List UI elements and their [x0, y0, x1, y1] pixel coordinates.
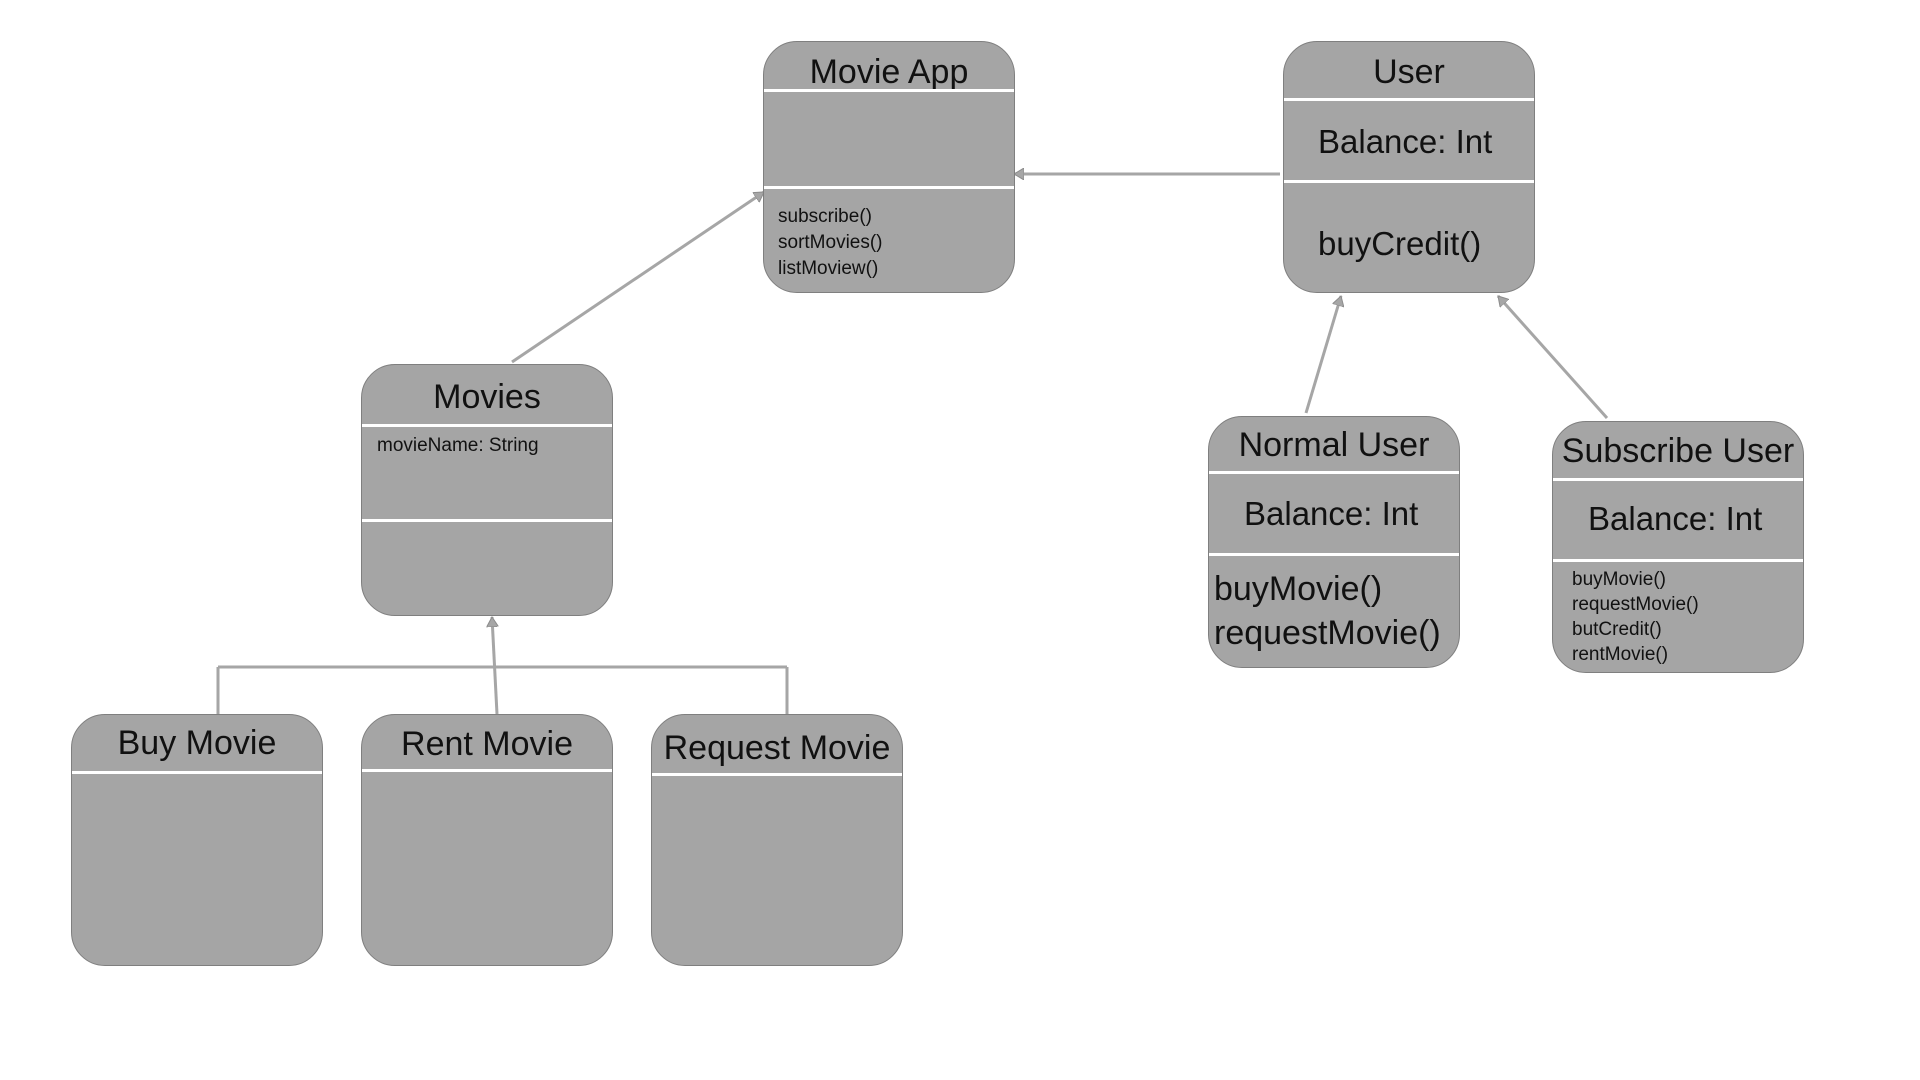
connector-subscribe-user-to-user	[1496, 295, 1609, 419]
method: listMoview()	[778, 258, 879, 279]
class-box-buy-movie[interactable]: Buy Movie	[71, 714, 323, 966]
connector-movies-to-movie-app	[511, 190, 765, 364]
class-box-request-movie[interactable]: Request Movie	[651, 714, 903, 966]
class-box-rent-movie[interactable]: Rent Movie	[361, 714, 613, 966]
attribute: Balance: Int	[1318, 123, 1493, 160]
method: requestMovie()	[1572, 594, 1699, 615]
separator	[1553, 559, 1803, 562]
separator	[1209, 471, 1459, 474]
separator	[1284, 98, 1534, 101]
class-title: Normal User	[1238, 426, 1430, 464]
class-title: Request Movie	[663, 729, 891, 767]
attribute: Balance: Int	[1244, 495, 1419, 532]
connector-rent-movie-to-movies	[492, 617, 497, 715]
method: subscribe()	[778, 206, 872, 227]
separator	[362, 519, 612, 522]
class-box-subscribe-user[interactable]: Subscribe User Balance: Int buyMovie() r…	[1552, 421, 1804, 673]
separator	[652, 773, 902, 776]
separator	[764, 186, 1014, 189]
method: buyMovie()	[1572, 569, 1666, 590]
class-box-normal-user[interactable]: Normal User Balance: Int buyMovie() requ…	[1208, 416, 1460, 668]
attribute: Balance: Int	[1588, 500, 1763, 537]
separator	[362, 769, 612, 772]
separator	[72, 771, 322, 774]
class-title: Buy Movie	[117, 724, 277, 762]
separator	[764, 89, 1014, 92]
class-box-movies[interactable]: Movies movieName: String	[361, 364, 613, 616]
class-box-movie-app[interactable]: Movie App subscribe() sortMovies() listM…	[763, 41, 1015, 293]
class-title: Subscribe User	[1561, 432, 1795, 470]
connector-normal-user-to-user	[1304, 296, 1341, 414]
class-title: Movie App	[809, 53, 969, 91]
method: requestMovie()	[1214, 614, 1441, 652]
method: sortMovies()	[778, 232, 883, 253]
method: butCredit()	[1572, 619, 1662, 640]
method: rentMovie()	[1572, 644, 1669, 665]
class-title: Movies	[433, 378, 541, 416]
class-title: User	[1373, 53, 1445, 91]
separator	[1553, 478, 1803, 481]
method-list: buyMovie() requestMovie()	[1214, 567, 1441, 655]
attribute: movieName: String	[377, 435, 539, 456]
method-list: buyMovie() requestMovie() butCredit() re…	[1572, 567, 1699, 667]
class-title: Rent Movie	[401, 725, 573, 763]
separator	[362, 424, 612, 427]
method: buyCredit()	[1318, 225, 1482, 262]
separator	[1284, 180, 1534, 183]
class-box-user[interactable]: User Balance: Int buyCredit()	[1283, 41, 1535, 293]
method-list: subscribe() sortMovies() listMoview()	[778, 204, 883, 282]
separator	[1209, 553, 1459, 556]
method: buyMovie()	[1214, 570, 1383, 608]
